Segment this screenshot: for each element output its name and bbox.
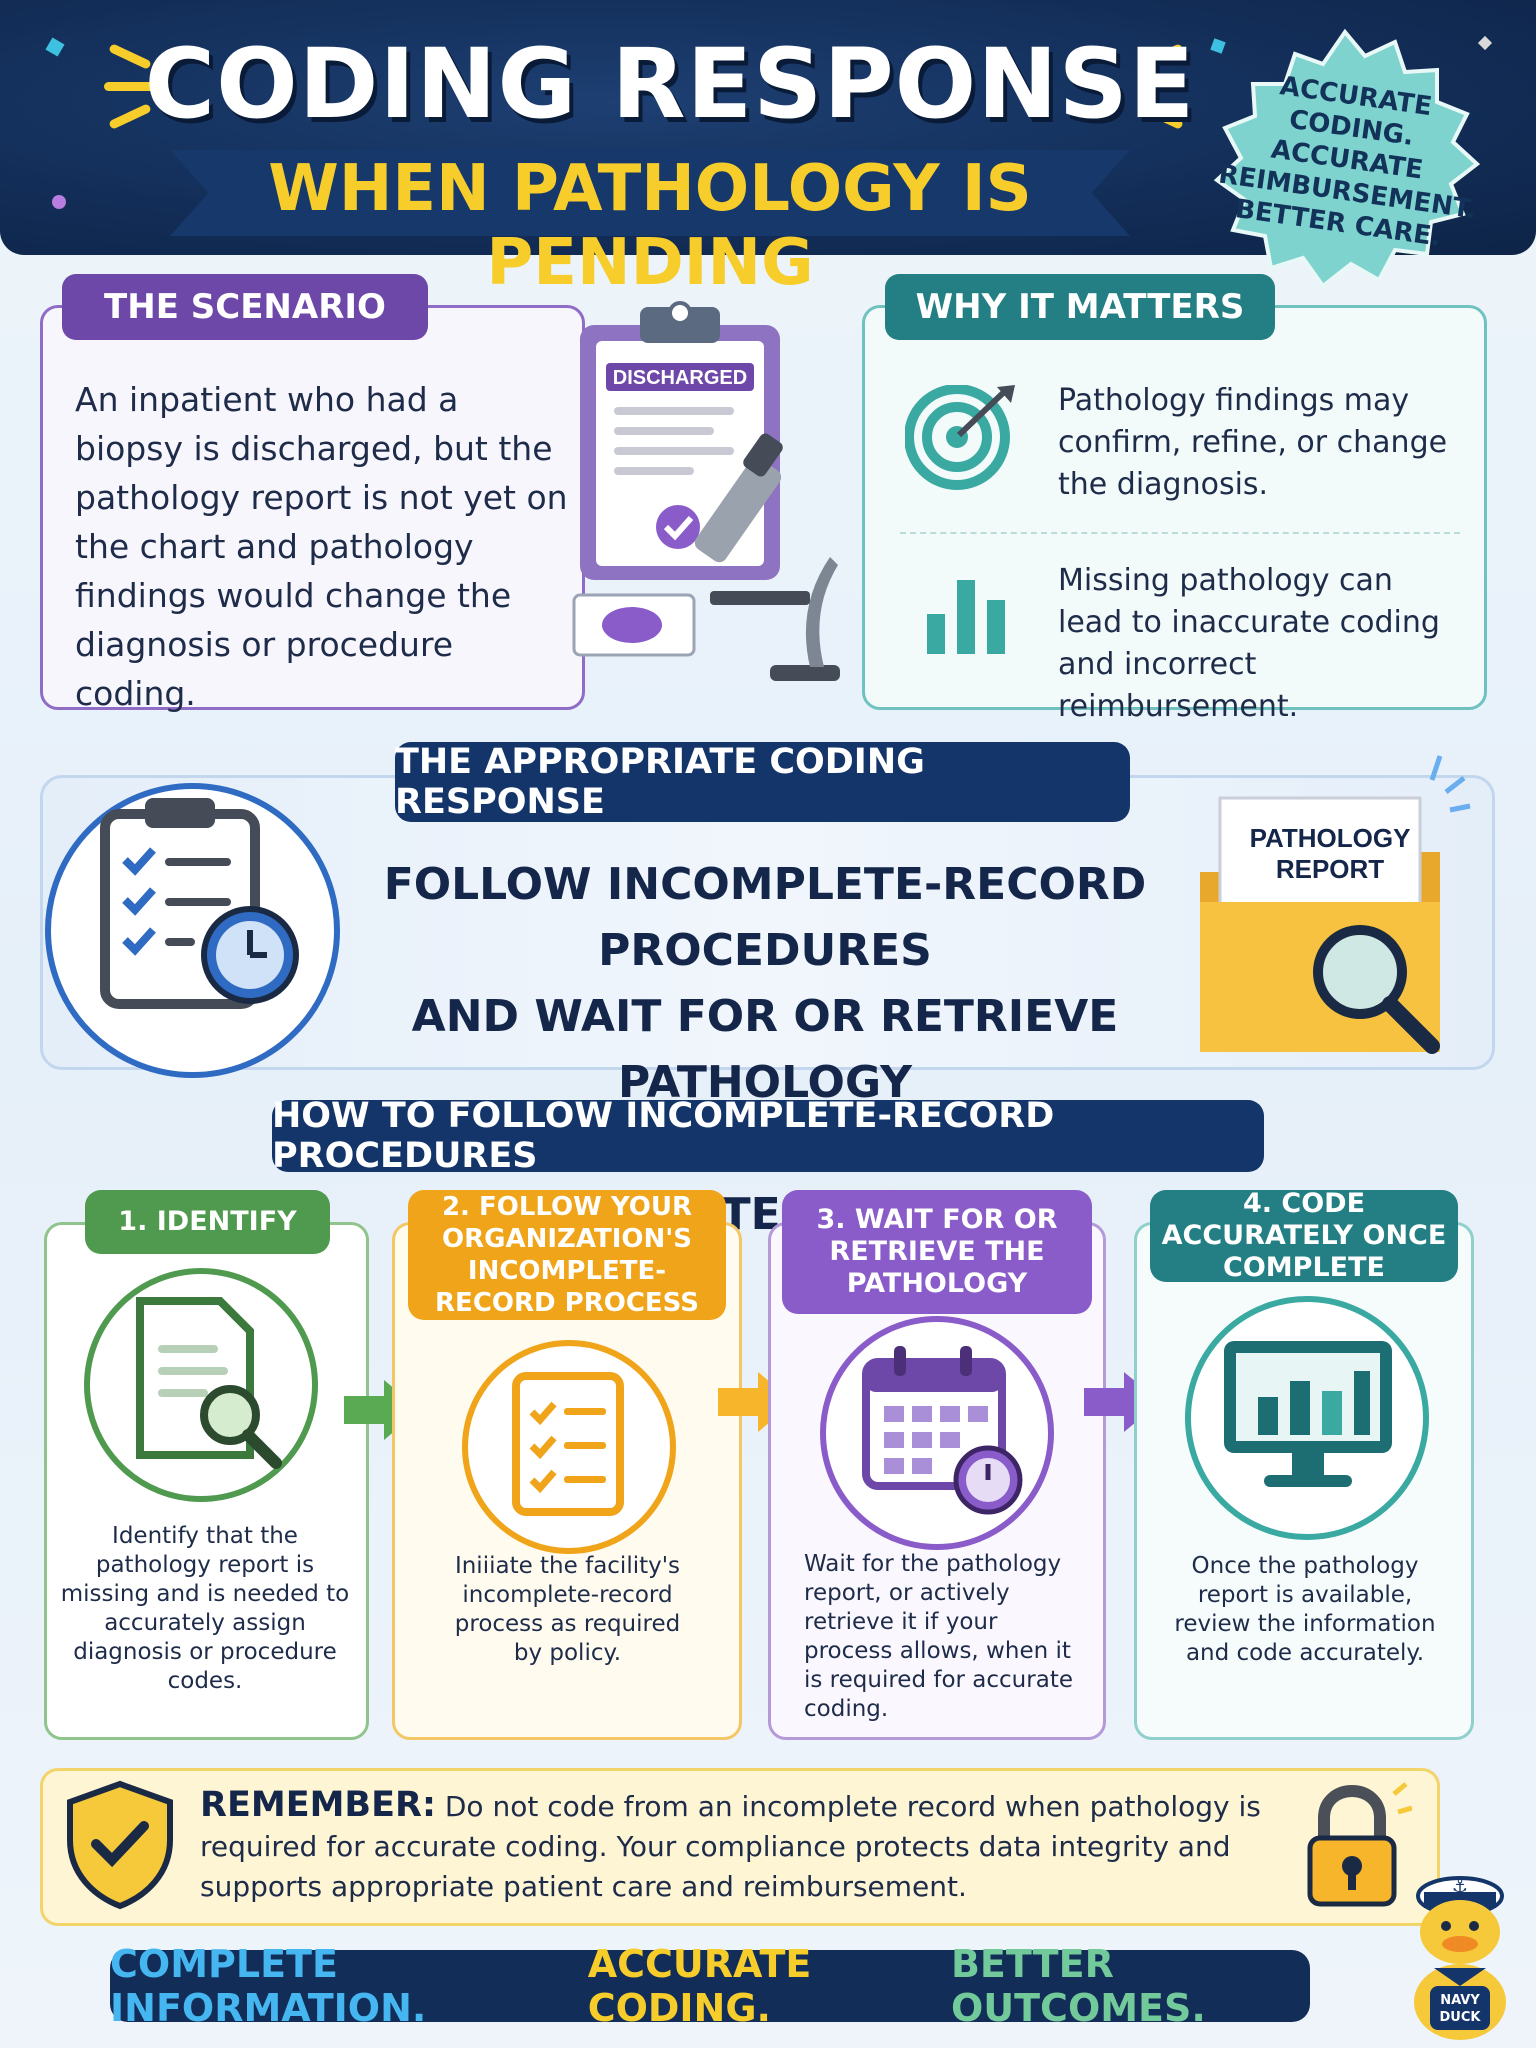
shield-check-icon [67, 1780, 173, 1910]
subtitle-ribbon [170, 150, 1130, 236]
sparkle-ray [104, 82, 154, 91]
badge-text: ACCURATE CODING. ACCURATE REIMBURSEMENT.… [1216, 71, 1479, 253]
bar-chart-icon [927, 580, 1005, 654]
step-title: 1. IDENTIFY [85, 1190, 330, 1254]
remember-callout [40, 1768, 1440, 1926]
footer-part: BETTER OUTCOMES. [950, 1942, 1206, 2030]
document-search-icon [136, 1297, 282, 1469]
remember-text: REMEMBER: Do not code from an incomplete… [200, 1785, 1261, 1903]
svg-text:⚓: ⚓ [1452, 1876, 1468, 1897]
step-description: Identify that the pathology report is mi… [60, 1523, 350, 1694]
pathology-folder-icon: PATHOLOGY REPORT [1200, 755, 1471, 1054]
confetti-decoration [52, 195, 66, 209]
folder-label: PATHOLOGY [1250, 823, 1411, 853]
why-divider [900, 532, 1460, 534]
how-heading: HOW TO FOLLOW INCOMPLETE-RECORD PROCEDUR… [272, 1096, 1264, 1176]
page-title: CODING RESPONSE [144, 28, 1196, 140]
response-heading: THE APPROPRIATE CODING RESPONSE [395, 742, 1130, 822]
folder-label: REPORT [1276, 854, 1384, 884]
scenario-heading: THE SCENARIO [62, 274, 428, 340]
step-title: 2. FOLLOW YOUR ORGANIZATION'S INCOMPLETE… [408, 1190, 726, 1320]
calendar-clock-icon [862, 1346, 1023, 1515]
mascot-label: DUCK [1440, 2010, 1482, 2025]
sparkle-ray [1138, 82, 1188, 91]
padlock-icon [1307, 1782, 1412, 1907]
scenario-body: An inpatient who had a biopsy is dischar… [75, 380, 568, 713]
target-icon [905, 385, 1015, 490]
scenario-card [40, 305, 585, 710]
why-item-text: Missing pathology can lead to inaccurate… [1058, 563, 1440, 724]
footer-part: ACCURATE CODING. [587, 1942, 812, 2030]
step-description: Iniiiate the facility's incomplete-recor… [454, 1553, 681, 1666]
response-statement: FOLLOW INCOMPLETE-RECORD PROCEDURES AND … [383, 859, 1147, 1240]
mascot-label: NAVY [1440, 1993, 1480, 2008]
step-title: 3. WAIT FOR OR RETRIEVE THE PATHOLOGY [782, 1190, 1092, 1314]
monitor-chart-icon [1224, 1341, 1392, 1487]
navy-duck-mascot-icon: ⚓ NAVY DUCK [1414, 1876, 1506, 2040]
page-subtitle: WHEN PATHOLOGY IS PENDING [268, 152, 1032, 300]
why-item-text: Pathology findings may confirm, refine, … [1058, 383, 1448, 502]
clipboard-microscope-icon: DISCHARGED [572, 301, 840, 681]
why-heading: WHY IT MATTERS [885, 274, 1275, 340]
footer-part: COMPLETE INFORMATION. [110, 1942, 427, 2030]
step-description: Wait for the pathology report, or active… [804, 1551, 1073, 1722]
discharged-label: DISCHARGED [613, 367, 747, 389]
seal-badge-icon [1213, 28, 1481, 289]
checklist-icon [512, 1372, 624, 1516]
step-description: Once the pathology report is available, … [1174, 1553, 1436, 1666]
checklist-clock-icon [100, 798, 299, 1009]
footer-banner: COMPLETE INFORMATION. ACCURATE CODING. B… [110, 1942, 1310, 2030]
step-title: 4. CODE ACCURATELY ONCE COMPLETE [1150, 1188, 1458, 1283]
